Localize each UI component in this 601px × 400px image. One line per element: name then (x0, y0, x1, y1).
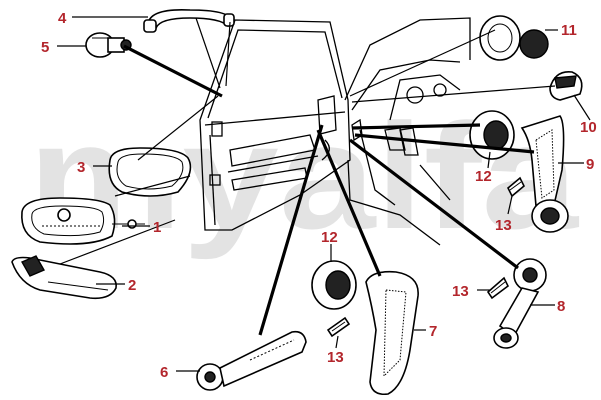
part-13-screw-lower (326, 316, 351, 338)
part-8-window-winder (493, 258, 547, 349)
callout-12-upper: 12 (475, 168, 492, 185)
callout-9: 9 (586, 156, 594, 173)
part-1-handle-surround (21, 197, 145, 245)
part-4-grab-handle (143, 8, 235, 33)
callout-1: 1 (153, 219, 161, 236)
part-13-screw-right (486, 276, 510, 300)
callout-5: 5 (41, 39, 49, 56)
part-12-escutcheon-upper (469, 110, 515, 160)
callout-13-upper: 13 (495, 217, 512, 234)
car-door-drawing (199, 19, 351, 231)
part-7-door-handle-trim (365, 270, 419, 396)
callout-12-lower: 12 (321, 229, 338, 246)
part-11-window-crank-cap (479, 15, 549, 61)
part-2-armrest-base (11, 255, 117, 300)
callout-13-lower: 13 (327, 349, 344, 366)
callout-10: 10 (580, 119, 597, 136)
callout-7: 7 (429, 323, 437, 340)
callout-13-right: 13 (452, 283, 469, 300)
part-9-crank-handle (520, 115, 569, 233)
part-12-escutcheon-lower (311, 260, 357, 310)
part-10-small-knob (549, 71, 583, 101)
callout-3: 3 (77, 159, 85, 176)
part-3-trim-frame (108, 147, 192, 197)
callout-labels: 4 5 3 1 2 6 7 8 9 10 11 12 12 13 13 13 (41, 10, 597, 381)
callout-2: 2 (128, 277, 136, 294)
callout-4: 4 (58, 10, 67, 27)
callout-8: 8 (557, 298, 565, 315)
part-13-screw-upper (507, 176, 525, 198)
callout-11: 11 (561, 22, 577, 39)
leader-lines (57, 16, 591, 372)
part-5-knob (85, 32, 132, 58)
car-body-drawing (344, 17, 471, 246)
callout-6: 6 (160, 364, 168, 381)
part-6-door-lever (196, 330, 307, 391)
